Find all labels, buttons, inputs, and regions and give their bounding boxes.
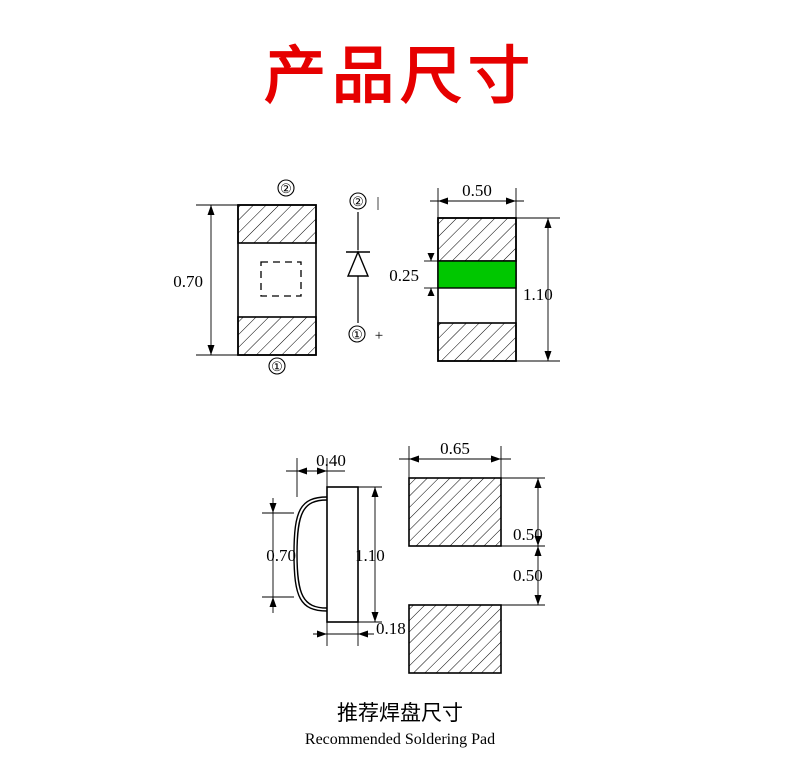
dim-pad-gap-050: 0.50 <box>513 566 543 585</box>
schematic-cathode-sign: | <box>376 195 379 211</box>
diode-schematic <box>346 192 370 343</box>
schematic-cathode-pin: ② <box>352 194 364 209</box>
schematic-anode-pin: ① <box>351 327 363 342</box>
dim-pad-018: 0.18 <box>376 619 406 638</box>
dim-height-110: 1.10 <box>523 285 553 304</box>
dim-pad-070: 0.70 <box>266 546 296 565</box>
dim-band-025: 0.25 <box>389 266 419 285</box>
dim-pad-110: 1.10 <box>355 546 385 565</box>
caption-english: Recommended Soldering Pad <box>304 731 496 748</box>
pad-side-view-drawing <box>262 458 382 646</box>
dim-width-070: 0.70 <box>173 272 203 291</box>
dim-pad-height-050: 0.50 <box>513 525 543 544</box>
caption-chinese: 推荐焊盘尺寸 <box>337 701 463 725</box>
top-view-drawing <box>196 179 317 375</box>
dim-pad-width-065: 0.65 <box>440 439 470 458</box>
schematic-anode-sign: + <box>375 328 383 344</box>
dim-pad-040: 0.40 <box>316 451 346 470</box>
page-title: 产品尺寸 <box>263 39 536 112</box>
pin-label-1-bottom: ① <box>271 359 283 374</box>
solder-pad-layout-drawing <box>399 446 545 674</box>
pin-label-2-top: ② <box>280 181 292 196</box>
side-view-drawing <box>424 188 560 362</box>
dim-width-050: 0.50 <box>462 181 492 200</box>
